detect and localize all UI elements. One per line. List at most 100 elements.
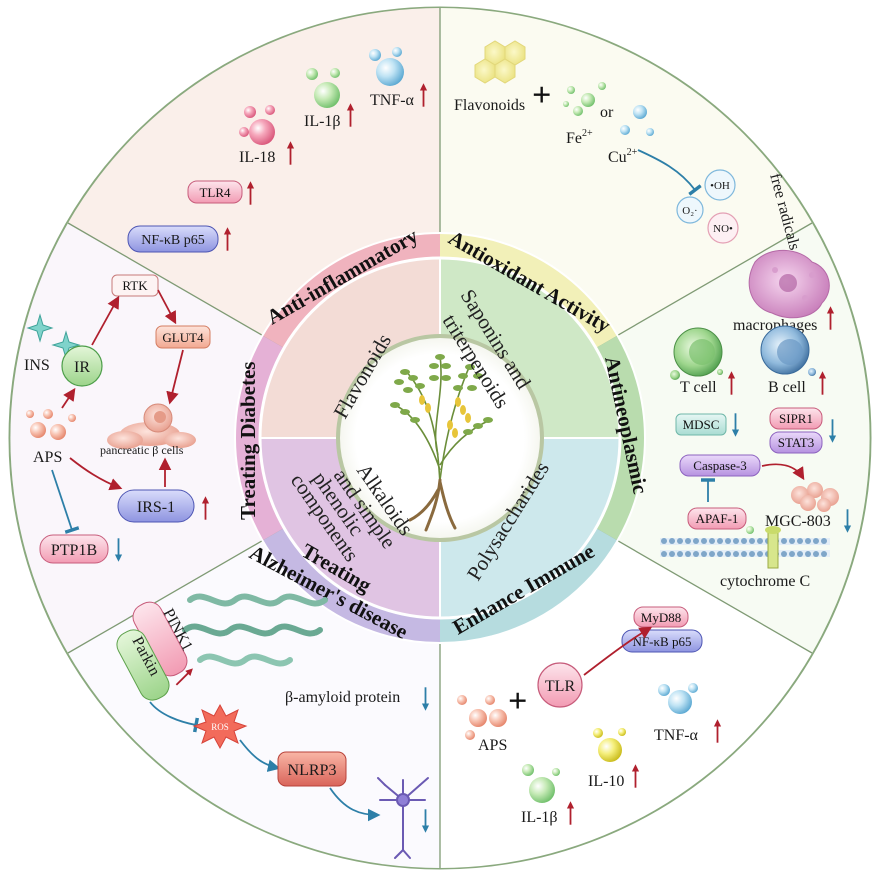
ros-to-nlrp3-arrow (239, 739, 281, 772)
nlrp3-box (277, 751, 347, 787)
irs1-pill (117, 489, 195, 523)
aps-inhibit-ptp1b (51, 469, 80, 534)
oh-radical (704, 169, 736, 201)
nfkb-immune-label: NF-κB p65 (633, 634, 692, 649)
parkin-pill (116, 629, 170, 701)
tlr4-label: TLR4 (199, 185, 231, 200)
aps-bubbles-immune (457, 695, 507, 740)
antioxidant-inhibit-line (637, 149, 702, 196)
cell-membrane (660, 526, 830, 569)
mgc803-cells (791, 482, 839, 512)
tnfa-bubbles (369, 47, 404, 86)
il1b-label: IL-1β (304, 113, 341, 130)
pancreatic-label: pancreatic β cells (100, 443, 184, 457)
il1b-immune-label: IL-1β (521, 809, 558, 826)
amyloid-label: β-amyloid protein (285, 689, 400, 706)
stat3-pill (769, 431, 823, 454)
nlrp3-to-neuron-arrow (329, 787, 381, 822)
o2-radical (676, 196, 704, 224)
parkin-inhibit-ros (149, 701, 200, 733)
mdsc-pill (675, 413, 727, 436)
or-label: or (600, 104, 614, 121)
no-radical (707, 212, 739, 244)
il10-label: IL-10 (588, 773, 624, 790)
fe-bubbles (563, 82, 606, 116)
enhance-immune-section: MyD88 NF-κB p65 APS + TLR TNF-α IL-10 IL… (457, 606, 722, 826)
apaf1-pill (687, 507, 747, 530)
aps-to-irs1-arrow (69, 457, 123, 491)
apaf1-label: APAF-1 (696, 511, 739, 526)
ptp1b-label: PTP1B (51, 542, 97, 559)
caspase3-label: Caspase-3 (693, 458, 746, 473)
alzheimers-section: β-amyloid protein PINK1 Parkin ROS NLRP3 (116, 593, 430, 859)
fe-label: Fe2+ (566, 128, 593, 147)
plus-sign-antioxidant: + (532, 77, 551, 114)
mid-label-diabetes: Treating Diabetes (236, 362, 260, 520)
ros-label: ROS (211, 722, 229, 732)
sipr1-pill (769, 407, 823, 430)
rtk-label: RTK (122, 278, 148, 293)
flavonoids-label: Flavonoids (454, 97, 525, 114)
tnfa-immune-bubbles (658, 683, 698, 714)
astragalus-plant-icon (336, 334, 544, 542)
nfkb-label: NF-κB p65 (141, 233, 204, 248)
nlrp3-label: NLRP3 (288, 762, 337, 779)
rtk-pill (111, 274, 159, 297)
mdsc-label: MDSC (683, 417, 720, 432)
neuron-icon (377, 777, 429, 859)
ros-burst (192, 703, 248, 750)
rtk-to-glut4-arrow (157, 289, 177, 325)
t-cell (670, 327, 723, 380)
sector-antineoplasmic-bg (440, 223, 870, 653)
glut4-label: GLUT4 (162, 330, 204, 345)
tnfa-label: TNF-α (370, 92, 415, 109)
amyloid-waves (182, 593, 328, 667)
cu-bubbles (620, 105, 654, 136)
ir-to-rtk-arrow (91, 295, 120, 346)
flavonoids-hexagons (474, 40, 526, 84)
tlr-node (537, 662, 583, 708)
o2-label: O₂· (682, 205, 697, 217)
myd88-label: MyD88 (641, 610, 681, 625)
plus-sign-immune: + (508, 683, 527, 720)
il18-label: IL-18 (239, 149, 275, 166)
aps-immune-label: APS (478, 737, 507, 754)
antioxidant-section: Flavonoids + Fe2+ or Cu2+ •OH O₂· NO• fr… (454, 40, 803, 252)
il18-bubbles (239, 105, 275, 145)
cu-label: Cu2+ (608, 147, 638, 166)
no-label: NO• (713, 223, 733, 235)
bcell-label: B cell (768, 379, 806, 396)
macrophage-cell (748, 249, 830, 319)
ins-star-icon (26, 313, 54, 343)
mgc803-label: MGC-803 (765, 513, 831, 530)
nfkb-pill (127, 225, 219, 253)
il10-bubbles (593, 728, 626, 762)
stat3-label: STAT3 (778, 435, 815, 450)
ins-label: INS (24, 357, 50, 374)
antineoplasmic-section: macrophages T cell B cell MDSC SIPR1 STA… (660, 249, 852, 590)
tcell-label: T cell (680, 379, 717, 396)
tnfa-immune-label: TNF-α (654, 727, 699, 744)
glut4-to-pancreatic-arrow (166, 349, 184, 405)
aps-diabetes-label: APS (33, 449, 62, 466)
oh-label: •OH (710, 180, 730, 192)
b-cell (760, 325, 816, 376)
irs1-label: IRS-1 (137, 499, 175, 516)
sipr1-label: SIPR1 (779, 411, 813, 426)
tlr-label: TLR (545, 678, 576, 695)
myd88-pill (633, 606, 689, 628)
ptp1b-pill (39, 534, 109, 564)
caspase3-to-mgc-arrow (761, 463, 805, 481)
tlr-to-myd88-arrow (583, 626, 653, 676)
ir-node (61, 345, 103, 387)
diabetes-section: RTK INS IR GLUT4 APS pancreatic β cells … (24, 274, 211, 564)
il1b-immune-bubbles (522, 764, 560, 803)
pancreatic-cells (107, 403, 196, 449)
tlr4-pill (187, 180, 243, 204)
caspase3-pill (679, 454, 761, 477)
il1b-bubbles (306, 68, 340, 108)
aps-bubbles-diabetes (26, 409, 76, 440)
anti-inflammatory-section: IL-18 IL-1β TNF-α TLR4 NF-κB p65 (127, 47, 428, 253)
glut4-pill (155, 325, 211, 349)
